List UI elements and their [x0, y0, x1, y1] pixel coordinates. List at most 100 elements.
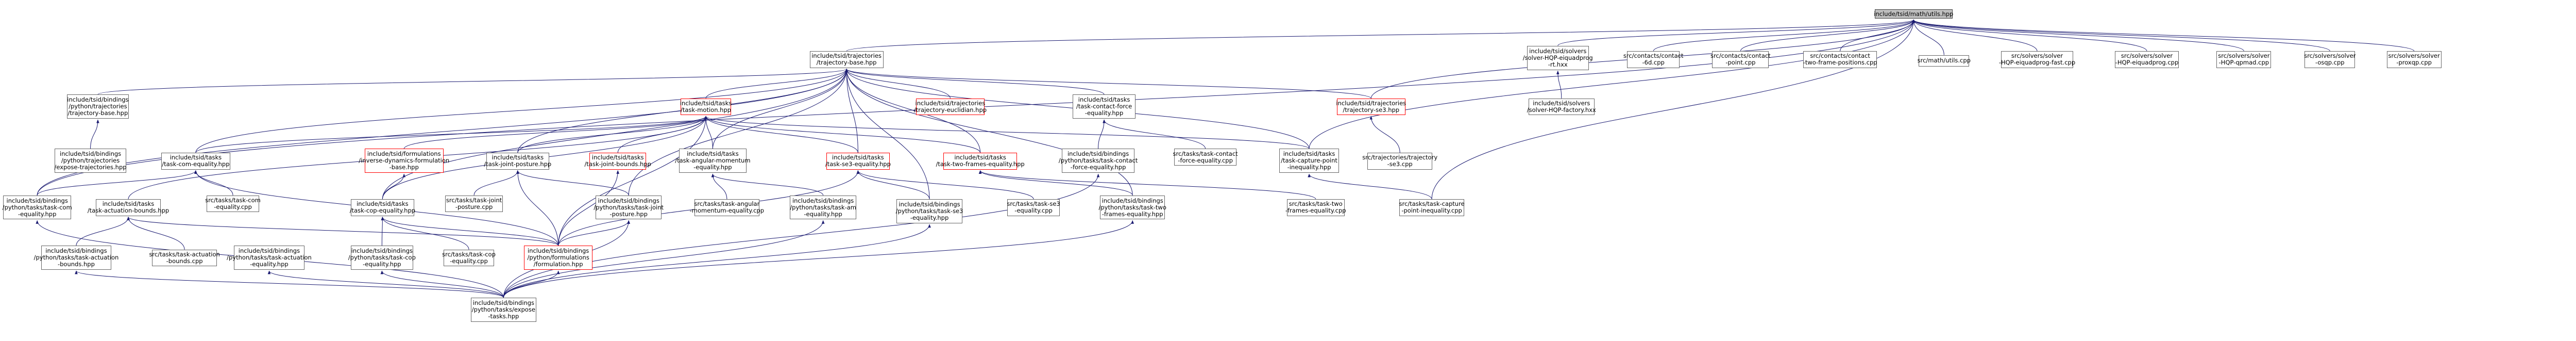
graph-node-label: /python/trajectories [61, 157, 120, 165]
graph-node-py-task-am-eq[interactable]: include/tsid/bindings/python/tasks/task-… [790, 195, 856, 220]
graph-node-task-capture-point-ineq[interactable]: include/tsid/tasks/task-capture-point-in… [1279, 149, 1340, 173]
graph-node-py-task-actuation-bounds[interactable]: include/tsid/bindings/python/tasks/task-… [34, 246, 118, 270]
graph-node-task-se3-eq-cpp[interactable]: src/tasks/task-se3-equality.cpp [1007, 199, 1060, 216]
dependency-edge [845, 69, 1371, 99]
graph-node-label: /task-motion.hpp [681, 106, 732, 114]
graph-node-traj-se3-cpp[interactable]: src/trajectories/trajectory-se3.cpp [1362, 152, 1437, 170]
graph-node-label: -force-equality.hpp [1070, 164, 1126, 171]
dependency-edge [856, 170, 930, 200]
graph-node-solver-hqp-factory[interactable]: include/tsid/solvers/solver-HQP-factory.… [1527, 98, 1596, 116]
graph-node-label: /solver-HQP-factory.hxx [1527, 106, 1596, 114]
dependency-edge [1556, 70, 1562, 99]
graph-node-task-cop-eq-cpp[interactable]: src/tasks/task-cop-equality.cpp [442, 249, 496, 267]
dependency-edge [558, 116, 707, 246]
graph-node-label: -equality.cpp [214, 203, 252, 210]
graph-node-label: include/tsid/bindings [6, 197, 68, 204]
dependency-edge [37, 170, 197, 196]
graph-node-solver-qpmad[interactable]: src/solvers/solver-HQP-qpmad.cpp [2216, 51, 2272, 68]
graph-node-task-joint-bounds[interactable]: include/tsid/tasks/task-joint-bounds.hpp [585, 152, 651, 170]
dependency-edge [503, 220, 1134, 298]
graph-node-task-joint-posture[interactable]: include/tsid/tasks/task-joint-posture.hp… [484, 152, 551, 170]
graph-node-label: /python/tasks/task-joint [594, 203, 664, 211]
dependency-edge [1103, 119, 1206, 149]
graph-node-py-task-se3-eq[interactable]: include/tsid/bindings/python/tasks/task-… [896, 199, 963, 223]
graph-node-py-expose-tasks[interactable]: include/tsid/bindings/python/tasks/expos… [471, 297, 536, 322]
graph-node-task-angular-momentum-eq-cpp[interactable]: src/tasks/task-angular-momentum-equality… [690, 199, 764, 216]
graph-node-label: include/tsid/trajectories [1336, 100, 1406, 107]
graph-node-task-joint-posture-cpp[interactable]: src/tasks/task-joint-posture.cpp [445, 195, 503, 213]
graph-node-label: src/solvers/solver [2218, 52, 2270, 60]
graph-node-label: include/tsid/tasks [832, 154, 884, 161]
graph-node-traj-base[interactable]: include/tsid/trajectories/trajectory-bas… [809, 51, 884, 68]
graph-node-py-task-cop-eq[interactable]: include/tsid/bindings/python/tasks/task-… [348, 246, 416, 270]
graph-node-solver-eiquadprog-fast[interactable]: src/solvers/solver-HQP-eiquadprog-fast.c… [1999, 51, 2075, 68]
graph-node-py-task-com-eq[interactable]: include/tsid/bindings/python/tasks/task-… [3, 195, 72, 220]
graph-node-task-angular-momentum-eq[interactable]: include/tsid/tasks/task-angular-momentum… [675, 149, 751, 173]
graph-node-contact-two-frame[interactable]: src/contacts/contact-two-frame-positions… [1803, 51, 1877, 68]
graph-node-task-com-eq[interactable]: include/tsid/tasks/task-com-equality.hpp [161, 152, 231, 170]
graph-node-label: src/contacts/contact [1810, 52, 1870, 60]
dependency-edge [558, 220, 630, 246]
graph-node-label: include/tsid/bindings [45, 247, 107, 255]
graph-node-traj-se3[interactable]: include/tsid/trajectories/trajectory-se3… [1336, 98, 1406, 116]
graph-node-label: include/tsid/tasks [1078, 96, 1130, 104]
graph-node-label: include/tsid/tasks [687, 150, 739, 158]
dependency-edge [856, 170, 1034, 200]
graph-node-solver-eiquadprog[interactable]: src/solvers/solver-HQP-eiquadprog.cpp [2114, 51, 2179, 68]
graph-node-task-capture-point-ineq-cpp[interactable]: src/tasks/task-capture-point-inequality.… [1399, 199, 1465, 216]
graph-node-traj-euclidian[interactable]: include/tsid/trajectories/trajectory-euc… [913, 98, 987, 116]
dependency-edge [503, 224, 931, 298]
graph-node-label: src/tasks/task-contact [1173, 150, 1238, 157]
graph-node-label: src/contacts/contact [1623, 52, 1684, 60]
graph-node-label: /python/tasks/task-cop [348, 254, 416, 262]
graph-node-py-task-two-frames-eq[interactable]: include/tsid/bindings/python/tasks/task-… [1099, 195, 1166, 220]
graph-node-task-actuation-bounds-cpp[interactable]: src/tasks/task-actuation-bounds.cpp [149, 249, 220, 267]
graph-node-label: src/solvers/solver [2388, 52, 2440, 60]
graph-node-label: src/tasks/task-angular [694, 200, 760, 208]
graph-node-task-two-frames-eq-cpp[interactable]: src/tasks/task-two-frames-equality.cpp [1285, 199, 1346, 216]
graph-node-label: include/tsid/bindings [792, 197, 854, 204]
dependency-edge [37, 69, 848, 196]
graph-node-solver-osqp[interactable]: src/solvers/solver-osqp.cpp [2304, 51, 2355, 68]
dependency-edge [1098, 119, 1106, 149]
graph-node-label: /python/tasks/expose [471, 305, 535, 313]
dependency-edge [978, 170, 1133, 196]
graph-node-task-com-eq-cpp[interactable]: src/tasks/task-com-equality.cpp [205, 195, 261, 213]
graph-node-contact-point[interactable]: src/contacts/contact-point.cpp [1710, 51, 1771, 68]
graph-node-solver-proxqp[interactable]: src/solvers/solver-proxqp.cpp [2386, 51, 2442, 68]
graph-node-task-actuation-bounds[interactable]: include/tsid/tasks/task-actuation-bounds… [88, 199, 169, 216]
graph-node-py-task-actuation-eq[interactable]: include/tsid/bindings/python/tasks/task-… [227, 246, 312, 270]
dependency-edge [558, 170, 620, 246]
dependency-edge [381, 217, 559, 246]
graph-node-formulation-inv-dyn-base[interactable]: include/tsid/formulations/inverse-dynami… [359, 149, 449, 173]
graph-node-py-expose-traj[interactable]: include/tsid/bindings/python/trajectorie… [54, 149, 127, 173]
graph-node-label: include/tsid/bindings [598, 197, 659, 204]
graph-node-label: -equality.cpp [450, 257, 488, 265]
graph-node-task-se3-eq[interactable]: include/tsid/tasks/task-se3-equality.hpp [825, 152, 891, 170]
dependency-edge [127, 217, 185, 250]
graph-node-task-contact-force-eq[interactable]: include/tsid/tasks/task-contact-force-eq… [1072, 94, 1136, 119]
graph-node-label: src/solvers/solver [2304, 52, 2356, 60]
graph-node-py-task-joint-posture[interactable]: include/tsid/bindings/python/tasks/task-… [594, 195, 664, 220]
graph-node-task-contact-force-eq-cpp[interactable]: src/tasks/task-contact-force-equality.cp… [1173, 149, 1238, 166]
graph-node-label: /task-capture-point [1281, 157, 1337, 165]
graph-node-task-two-frames-eq[interactable]: include/tsid/tasks/task-two-frames-equal… [936, 152, 1025, 170]
graph-node-solver-hqp-eiquadprog-rt[interactable]: include/tsid/solvers/solver-HQP-eiquadpr… [1523, 45, 1593, 70]
graph-node-label: -point-inequality.cpp [1401, 207, 1462, 215]
graph-node-label: include/tsid/formulations [367, 150, 441, 158]
graph-node-label: include/tsid/tasks [357, 200, 409, 208]
graph-node-py-task-contact-force-eq[interactable]: include/tsid/bindings/python/tasks/task-… [1059, 149, 1138, 173]
graph-node-contact6d[interactable]: src/contacts/contact-6d.cpp [1623, 51, 1684, 68]
graph-node-py-formulation[interactable]: include/tsid/bindings/python/formulation… [524, 246, 592, 270]
graph-node-utils-cpp[interactable]: src/math/utils.cpp [1918, 55, 1971, 67]
graph-node-label: -frames-equality.hpp [1101, 210, 1163, 218]
graph-node-task-motion[interactable]: include/tsid/tasks/task-motion.hpp [680, 98, 732, 116]
graph-node-label: /expose-trajectories.hpp [54, 164, 127, 171]
dependency-edge [380, 270, 504, 298]
graph-node-label: /trajectory-euclidian.hpp [913, 106, 987, 114]
graph-node-label: /formulation.hpp [533, 261, 583, 268]
graph-node-task-cop-eq[interactable]: include/tsid/tasks/task-cop-equality.hpp [350, 199, 415, 216]
graph-node-py-traj-base[interactable]: include/tsid/bindings/python/trajectorie… [66, 94, 129, 119]
graph-node-label: include/tsid/tasks [170, 154, 222, 161]
dependency-edge [1309, 19, 1916, 149]
